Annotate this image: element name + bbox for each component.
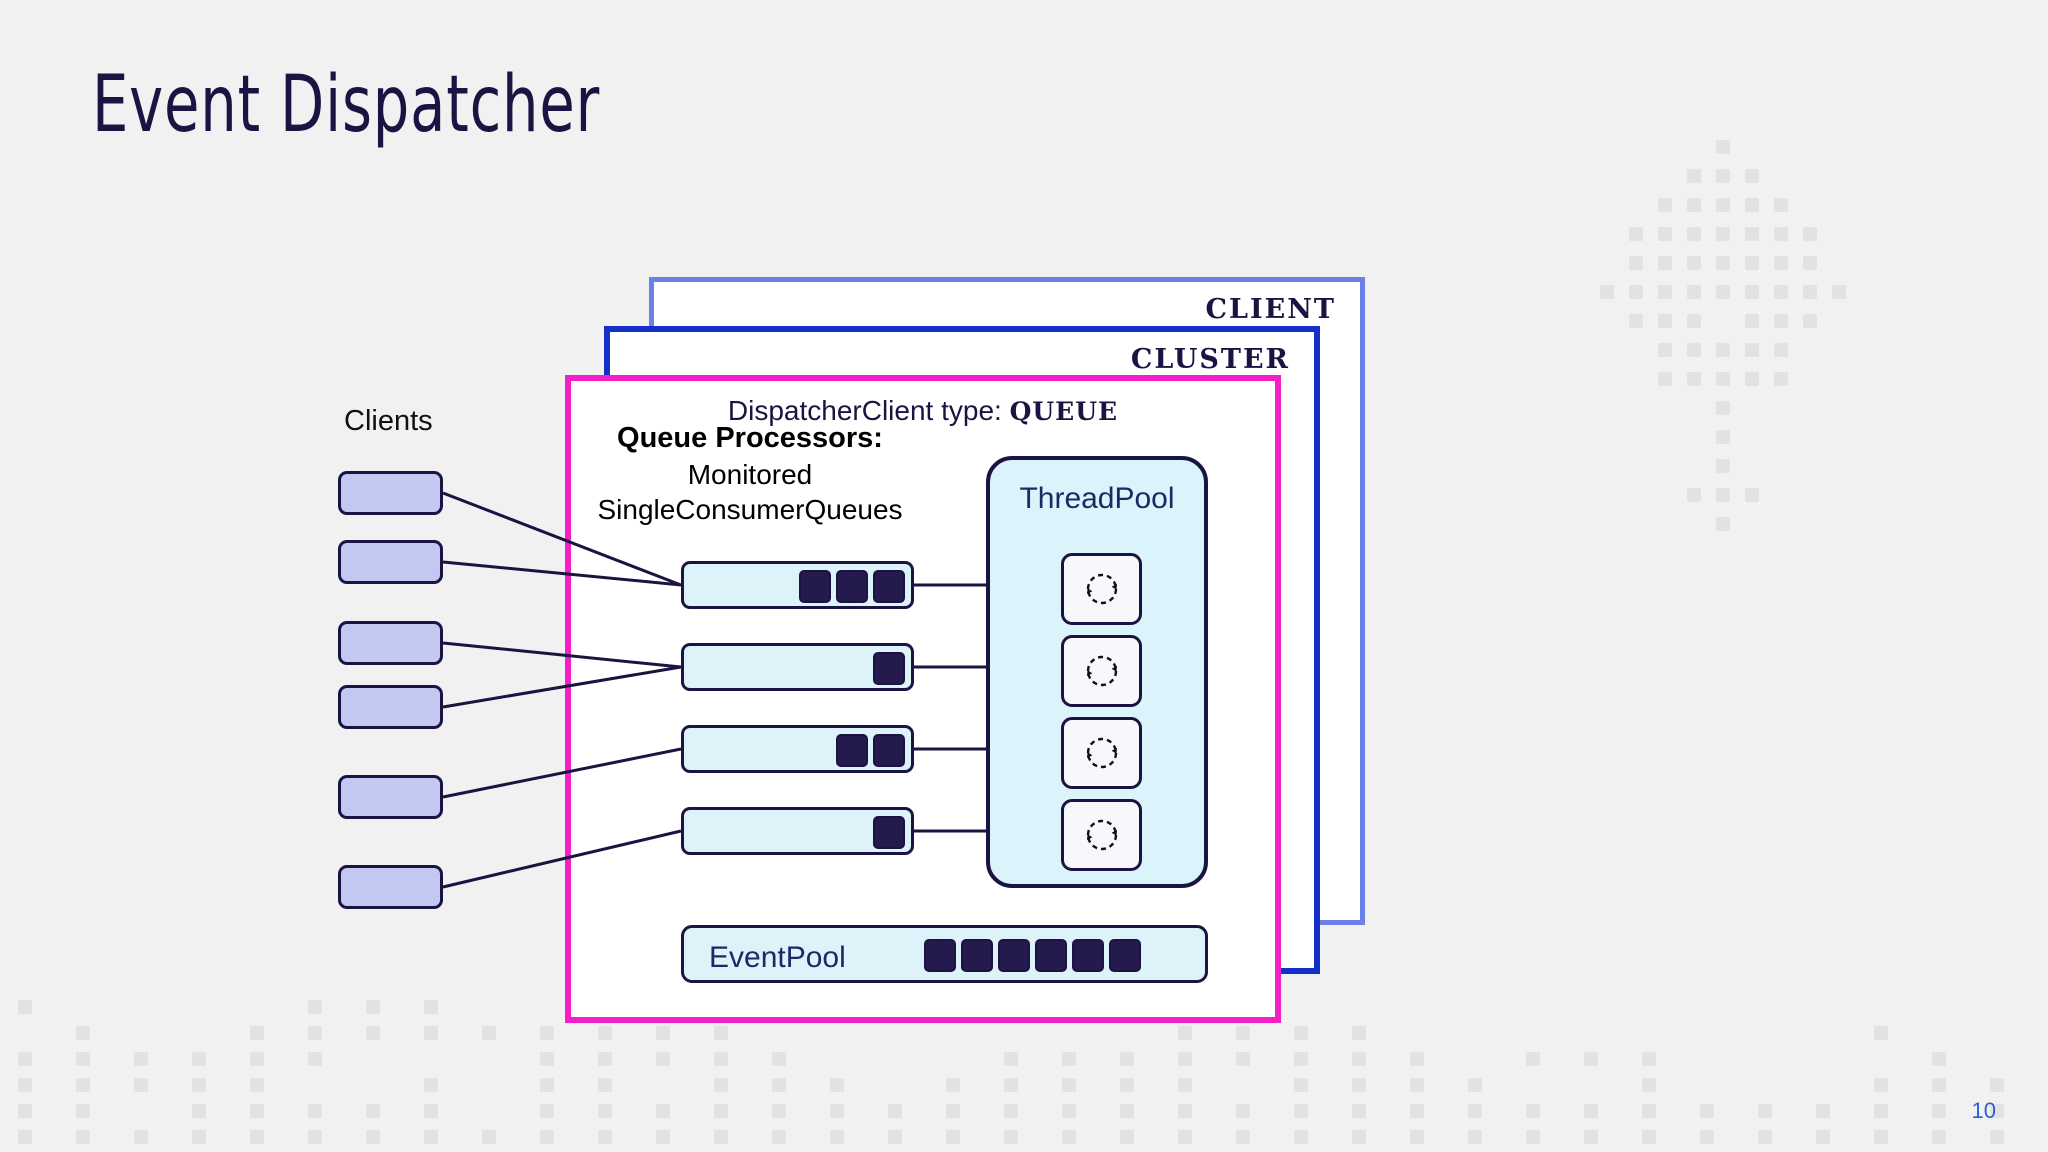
page-number: 10 [1971,1098,1996,1123]
event-pool-label: EventPool [709,941,846,974]
queue-2-events [873,650,905,686]
event-block [998,939,1030,972]
client-box-3[interactable] [338,621,443,665]
event-block [1109,939,1141,972]
client-box-5[interactable] [338,775,443,819]
client-box-4[interactable] [338,685,443,729]
clients-heading: Clients [344,405,433,437]
event-block [1035,939,1067,972]
queue-row-3[interactable] [681,725,914,773]
frame-cluster-label: CLUSTER [1130,344,1290,375]
queue-processors-caption-title: Queue Processors: [617,422,883,454]
background-dot-pattern-right [1600,140,1960,760]
event-block [1072,939,1104,972]
queue-row-2[interactable] [681,643,914,691]
event-block [873,815,905,849]
thread-box-1[interactable] [1061,553,1142,625]
event-block [799,569,831,603]
dispatcher-client-type-prefix: DispatcherClient type: [727,395,1002,426]
queue-processors-caption-line3: SingleConsumerQueues [597,494,903,526]
client-box-1[interactable] [338,471,443,515]
thread-box-3[interactable] [1061,717,1142,789]
client-box-6[interactable] [338,865,443,909]
event-block [836,733,868,767]
queue-row-1[interactable] [681,561,914,609]
event-block [961,939,993,972]
thread-box-4[interactable] [1061,799,1142,871]
event-pool-row[interactable]: EventPool [681,925,1208,983]
dispatcher-client-type-label: DispatcherClient type: QUEUE [571,395,1275,427]
thread-box-2[interactable] [1061,635,1142,707]
event-block [873,733,905,767]
queue-processors-caption: Queue Processors: Monitored SingleConsum… [580,420,920,528]
queue-3-events [836,732,905,768]
queue-row-4[interactable] [681,807,914,855]
page-title: Event Dispatcher [92,60,601,150]
thread-pool-title: ThreadPool [1019,482,1175,515]
event-pool-events [924,939,1141,972]
queue-1-events [799,568,905,604]
event-block [873,651,905,685]
queue-processors-caption-line2: Monitored [687,458,813,490]
event-block [836,569,868,603]
thread-pool-container: ThreadPool [986,456,1208,888]
queue-4-events [873,814,905,850]
frame-client-label: CLIENT [1205,294,1336,325]
client-box-2[interactable] [338,540,443,584]
event-block [873,569,905,603]
dispatcher-client-type-value: QUEUE [1009,397,1119,426]
event-block [924,939,956,972]
